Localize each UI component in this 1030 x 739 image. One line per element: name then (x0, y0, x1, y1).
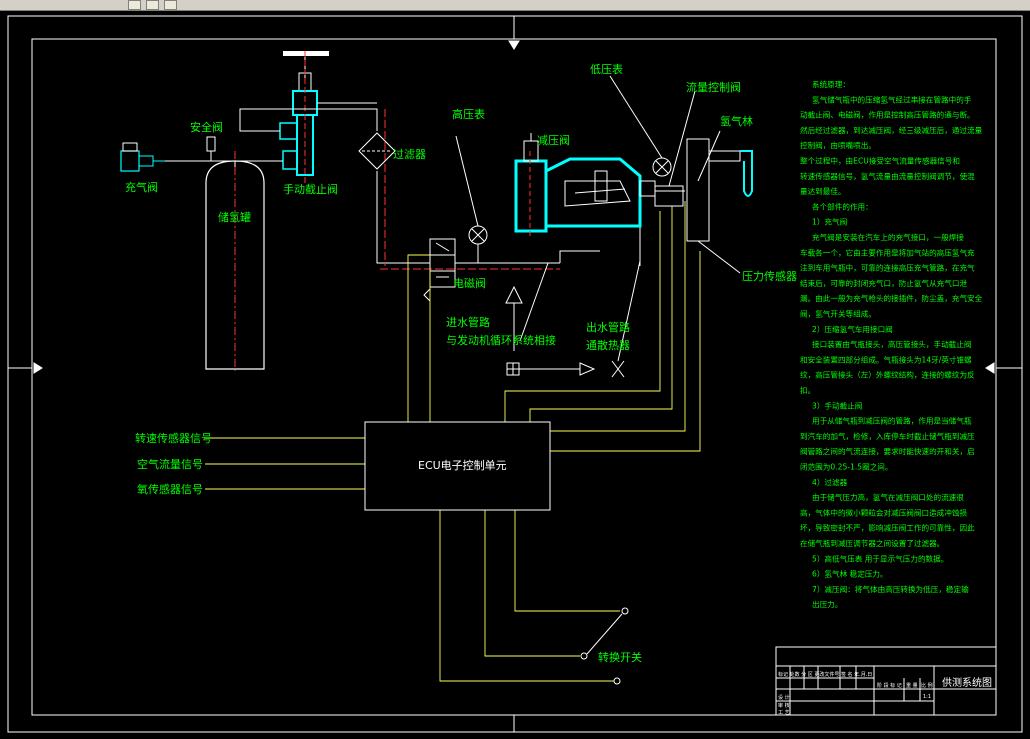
pressure-reducer-icon (514, 133, 656, 236)
water-outlet-label-2: 通散热器 (586, 338, 630, 352)
solenoid-valve-icon (423, 238, 456, 302)
note-line: 1）充气阀 (812, 217, 847, 227)
note-line: 3）手动截止阀 (812, 400, 862, 410)
hydrogen-nozzle-icon (686, 130, 753, 242)
water-inlet-label-1: 进水管路 (446, 315, 490, 329)
title-block-stage: 阶 段 标 记 (877, 682, 902, 689)
toolbar-button-3[interactable] (164, 0, 177, 10)
note-line: 各个部件的作用： (812, 201, 873, 211)
toolbar-button-2[interactable] (146, 0, 159, 10)
water-inlet-label-2: 与发动机循环系统相接 (446, 333, 556, 347)
note-line: 然后经过滤器，到达减压阀，经三级减压后，通过流量 (800, 125, 983, 135)
note-line: 7）减压阀：将气体由高压转换为低压，稳定输 (812, 584, 969, 594)
manual-shutoff-label: 手动截止阀 (283, 182, 338, 196)
oxygen-sensor-label: 氧传感器信号 (137, 482, 203, 496)
hydrogen-nozzle-label: 氢气林 (720, 114, 753, 128)
signal-wires (205, 201, 701, 682)
note-line: 注到车用气瓶中，可靠的连接高压充气管路，在充气 (800, 263, 975, 273)
pressure-sensor-icon (697, 240, 741, 274)
ecu-label: ECU电子控制单元 (418, 458, 507, 472)
note-line: 坏，导致密封不严，影响减压阀工作的可靠性，因此 (800, 523, 975, 533)
note-line: 充气阀是安装在汽车上的充气接口，一般焊接 (812, 232, 964, 242)
note-line: 阀管路之间的气流连接，要求时能快速的开和关，启 (800, 446, 975, 456)
note-line: 接口装置由气瓶接头，高压管接头，手动截止阀 (812, 339, 971, 349)
drawing-title: 供测系统图 (942, 676, 992, 689)
title-block-scale-value: 1:1 (923, 694, 931, 700)
water-inlet-arrow-icon (505, 262, 549, 351)
note-line: 阀，氢气开关等组成。 (800, 309, 876, 319)
note-line: 结束后，可靠的封闭充气口，防止氢气从充气口泄 (800, 278, 967, 288)
manual-shutoff-valve-icon (279, 51, 329, 186)
speed-sensor-label: 转速传感器信号 (135, 431, 212, 445)
note-line: 量达到最佳。 (800, 186, 846, 196)
note-line: 系统原理： (812, 79, 850, 89)
note-line: 6）氢气林 稳定压力。 (812, 569, 888, 579)
toolbar-button-1[interactable] (128, 0, 141, 10)
filter-icon (358, 132, 396, 170)
gas-pipes (165, 102, 685, 266)
cad-canvas[interactable]: 储氢罐 安全阀 充气阀 手动截止阀 (0, 11, 1030, 735)
note-line: 转速传感器信号，氢气流量由流量控制阀调节，使混 (800, 171, 975, 181)
solenoid-valve-label: 电磁阀 (453, 276, 486, 290)
note-line: 5）高低气压表 用于显示气压力的数据。 (812, 553, 948, 563)
system-notes: 系统原理： 氢气储气瓶中的压缩氢气经过串接在管路中的手动截止阀、电磁阀，作用是控制… (800, 79, 983, 609)
toolbar-strip (0, 0, 1030, 11)
fill-valve-label: 充气阀 (125, 180, 158, 194)
note-line: 漏。由此一般为充气枪头的接插件，防尘盖，充气安全 (800, 293, 983, 303)
filter-label: 过滤器 (393, 148, 426, 161)
note-line: 和安全装置四部分组成。气瓶接头为14牙/英寸锥螺 (800, 354, 972, 364)
title-block (775, 646, 997, 716)
title-block-process: 工 艺 (778, 710, 790, 716)
note-line: 2）压缩氢气车用接口阀 (812, 324, 893, 334)
centering-marks (8, 16, 1022, 732)
fill-valve-icon (120, 142, 165, 172)
note-line: 在储气瓶到减压调节器之间设置了过滤器。 (800, 538, 944, 548)
note-line: 由于储气压力高，氢气在减压阀口处的流速很 (812, 492, 964, 502)
switch-icon (580, 607, 629, 685)
note-line: 闭范围为0.25-1.5圈之间。 (800, 462, 892, 472)
safety-valve-icon (206, 136, 216, 159)
pressure-reducer-label: 减压阀 (537, 133, 570, 147)
airflow-signal-label: 空气流量信号 (137, 457, 203, 471)
note-line: 扣。 (800, 385, 815, 395)
note-line: 整个过程中，由ECU接受空气流量传感器信号和 (800, 156, 960, 166)
title-block-reviewer: 审 核 (778, 702, 790, 709)
storage-tank-label: 储氢罐 (218, 210, 251, 224)
schematic-drawing: 储氢罐 安全阀 充气阀 手动截止阀 (7, 15, 1023, 733)
title-block-scale: 比 例 (921, 682, 933, 689)
note-line: 高，气体中的微小颗粒会对减压阀阀口造成冲蚀损 (800, 507, 967, 517)
storage-tank-icon (205, 151, 265, 371)
flow-control-valve-label: 流量控制阀 (686, 80, 741, 94)
note-line: 动截止阀、电磁阀，作用是控制高压管路的通与断。 (800, 110, 975, 120)
note-line: 4）过滤器 (812, 477, 848, 487)
water-outlet-icon (506, 260, 641, 378)
note-line: 车载各一个，它由主要作用是将加气站的高压氢气充 (800, 247, 975, 257)
high-pressure-gauge-icon (455, 135, 488, 263)
low-pressure-gauge-label: 低压表 (590, 62, 623, 76)
note-line: 纹，高压管接头（左）外螺纹结构，连接的螺纹为反 (800, 370, 975, 380)
note-line: 控制阀，由喷嘴喷出。 (800, 140, 876, 150)
pipe-centerlines (380, 109, 560, 270)
title-block-weight: 重 量 (906, 682, 918, 689)
pressure-sensor-label: 压力传感器 (742, 270, 797, 283)
water-outlet-label-1: 出水管路 (586, 320, 630, 334)
note-line: 出压力。 (812, 599, 842, 609)
sheet-border (7, 15, 1023, 733)
note-line: 到汽车的加气，检修，入库停车时截止储气瓶到减压 (800, 431, 975, 441)
flow-control-valve-icon (654, 90, 696, 207)
low-pressure-gauge-icon (609, 75, 672, 177)
switch-label: 转换开关 (598, 650, 642, 664)
high-pressure-gauge-label: 高压表 (452, 107, 485, 121)
ecu-box (364, 421, 551, 511)
title-block-row-label: 标记 处数 分 区 更改文件号 签 名 年.月.日 (778, 671, 872, 678)
note-line: 氢气储气瓶中的压缩氢气经过串接在管路中的手 (812, 94, 972, 104)
safety-valve-label: 安全阀 (190, 120, 223, 134)
title-block-designer: 设 计 (778, 694, 790, 701)
note-line: 用于从储气瓶到减压阀的管路，作用是当储气瓶 (812, 416, 972, 426)
